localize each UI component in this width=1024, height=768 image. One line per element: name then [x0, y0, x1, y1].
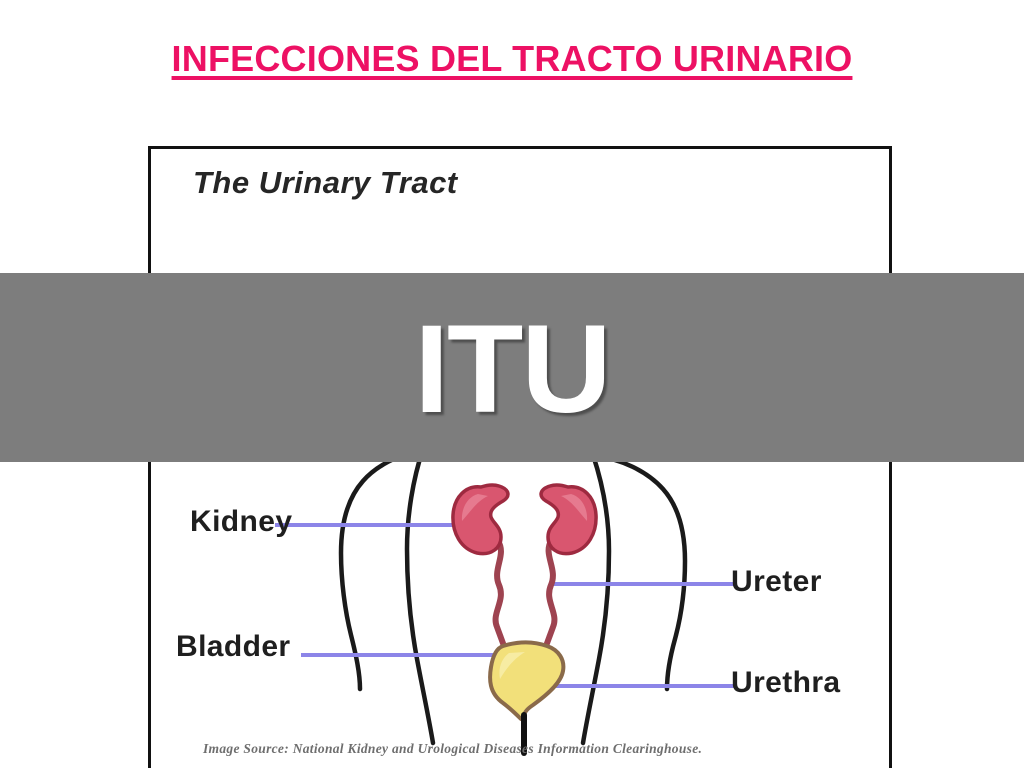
left-ureter: [492, 538, 508, 652]
left-arm: [338, 446, 426, 692]
right-kidney-highlight: [561, 494, 588, 521]
label-kidney: Kidney: [190, 505, 293, 538]
image-source-caption: Image Source: National Kidney and Urolog…: [203, 741, 703, 756]
left-kidney-highlight: [461, 494, 488, 521]
page-title: INFECCIONES DEL TRACTO URINARIO: [171, 38, 853, 79]
label-ureter: Ureter: [731, 565, 822, 598]
right-arm: [590, 452, 688, 692]
right-ureter: [542, 538, 558, 652]
anatomy-illustration: [275, 285, 736, 756]
diagram-heading: The Urinary Tract: [193, 165, 458, 200]
overlay-acronym-text: ITU: [414, 300, 611, 439]
bladder: [488, 640, 566, 721]
label-urethra: Urethra: [731, 666, 841, 699]
gray-overlay-band: [0, 273, 1024, 462]
slide-title-block: INFECCIONES DEL TRACTO URINARIO: [0, 38, 1024, 80]
label-bladder: Bladder: [176, 630, 291, 663]
left-kidney: [451, 483, 510, 556]
right-kidney: [539, 483, 598, 556]
bladder-highlight: [499, 652, 525, 679]
right-torso: [580, 452, 612, 746]
ureters-group: [492, 538, 558, 652]
overlay-word-container: ITU: [0, 273, 1024, 462]
left-torso: [404, 446, 436, 746]
kidneys-group: [451, 483, 598, 556]
body-outline-group: [338, 285, 688, 746]
leader-lines-group: [275, 523, 736, 688]
